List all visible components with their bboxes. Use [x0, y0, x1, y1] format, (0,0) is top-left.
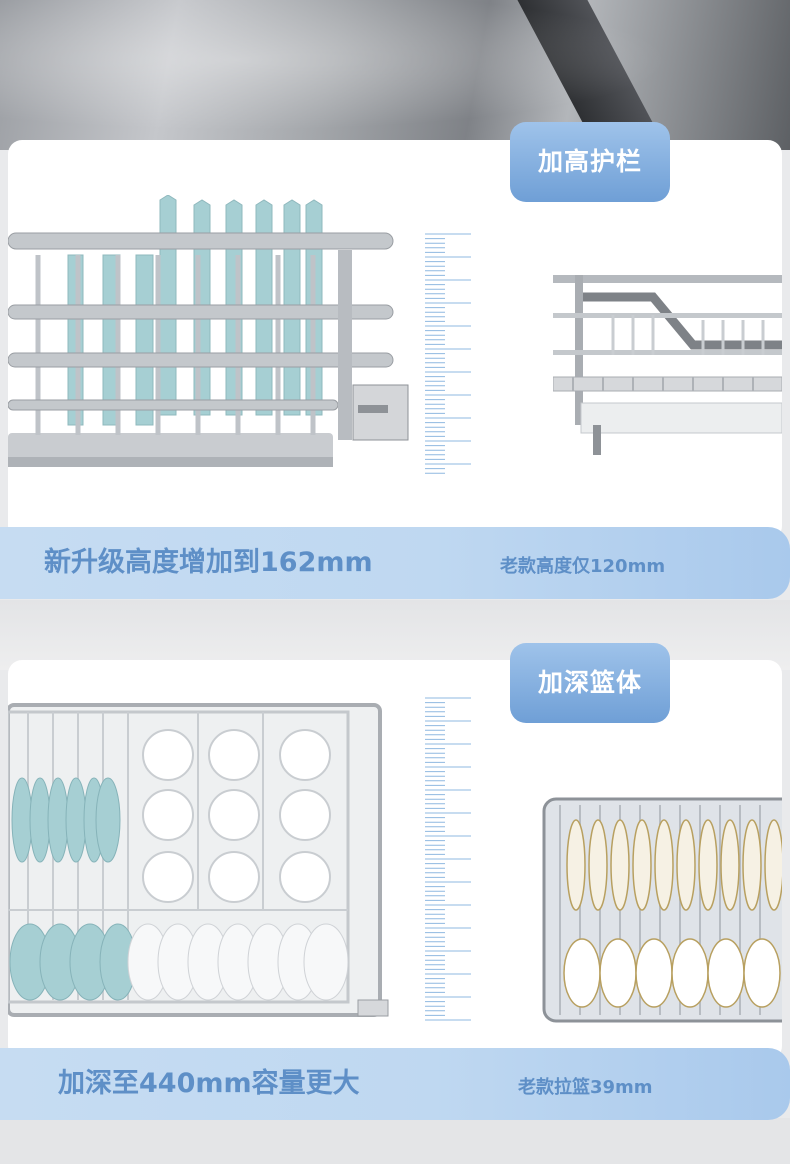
- tab-raised-guardrail: 加高护栏: [510, 122, 670, 202]
- tab-raised-guardrail-label: 加高护栏: [537, 147, 642, 176]
- tab-deepened-basket-label: 加深篮体: [537, 668, 642, 697]
- tab-deepened-basket: 加深篮体: [510, 643, 670, 723]
- old-height-caption: 老款高度仅120mm: [500, 556, 666, 577]
- old-depth-caption: 老款拉篮39mm: [518, 1077, 653, 1098]
- old-rack-side-illustration: [553, 275, 782, 455]
- page-bottom: [0, 1118, 790, 1164]
- new-rack-side-illustration: [8, 195, 409, 467]
- new-depth-caption: 加深至440mm容量更大: [58, 1068, 360, 1099]
- kitchen-countertop-photo: [0, 0, 790, 150]
- height-caption-band: 新升级高度增加到162mm 老款高度仅120mm: [0, 527, 790, 599]
- guardrail-comparison-card: [8, 140, 782, 540]
- old-basket-top-illustration: [542, 797, 782, 1023]
- basket-depth-comparison-card: [8, 660, 782, 1060]
- height-ruler: [425, 233, 471, 474]
- depth-ruler: [425, 697, 471, 1021]
- new-basket-top-illustration: [8, 703, 389, 1017]
- depth-caption-band: 加深至440mm容量更大 老款拉篮39mm: [0, 1048, 790, 1120]
- new-height-caption: 新升级高度增加到162mm: [44, 547, 373, 578]
